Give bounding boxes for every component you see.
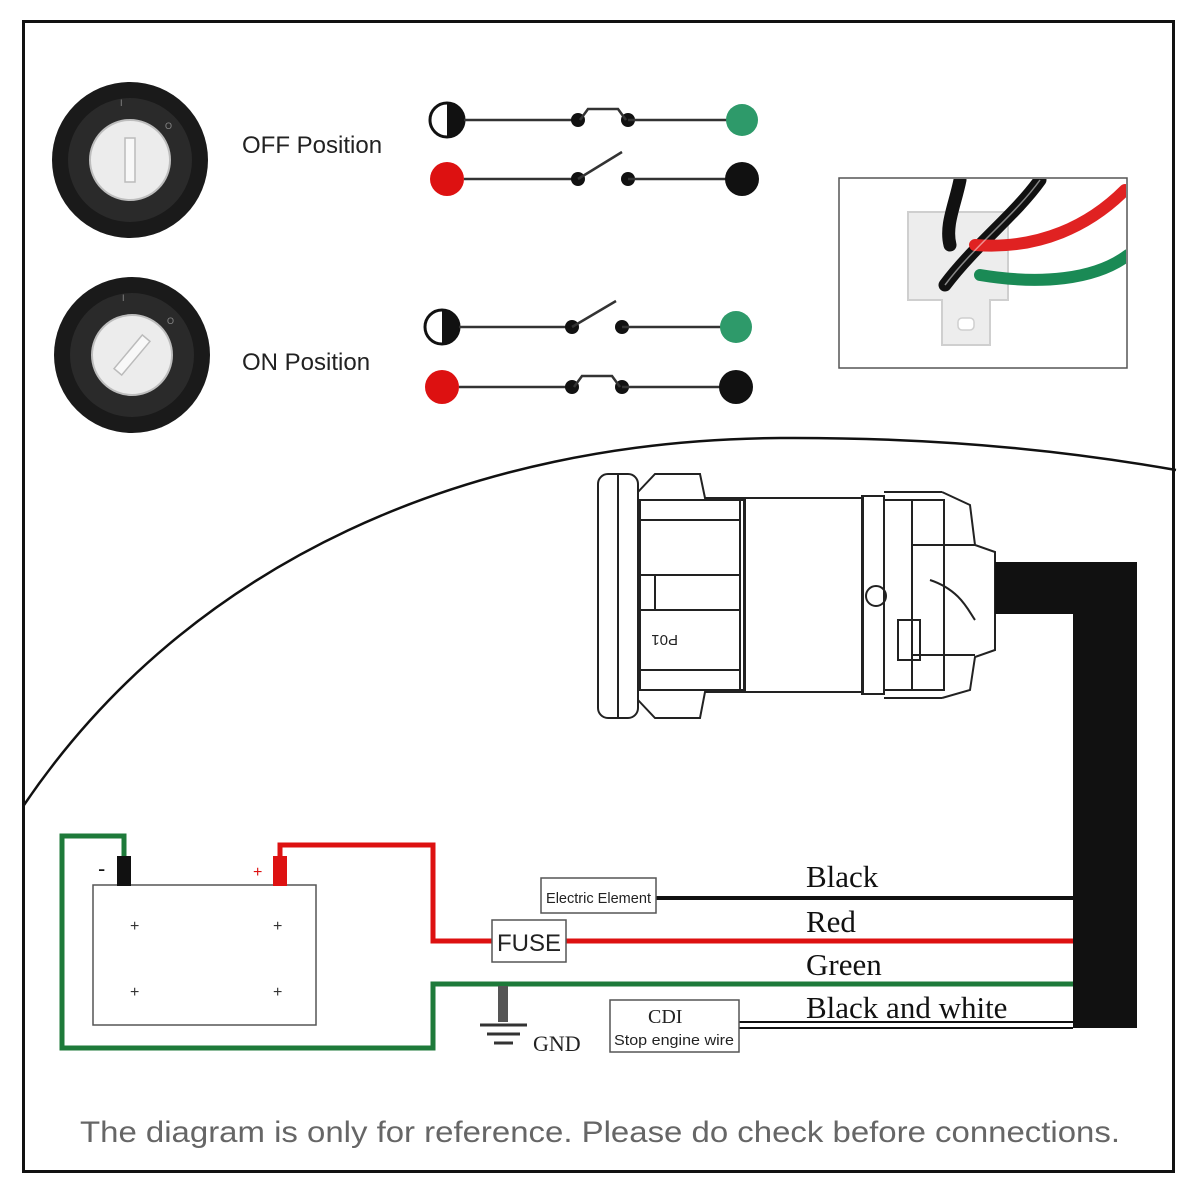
wire-harness: [995, 562, 1137, 1028]
svg-text:I: I: [120, 98, 123, 108]
battery: - + + + + +: [92, 856, 317, 1026]
ground-symbol: [480, 986, 527, 1045]
on-position-label: ON Position: [242, 349, 370, 376]
fuse-label: FUSE: [497, 930, 561, 957]
battery-cell-mark: +: [273, 984, 282, 1001]
off-row2-red-terminal: [430, 162, 464, 196]
wire-label-black: Black: [806, 859, 879, 894]
cdi-box: CDI Stop engine wire: [609, 999, 740, 1053]
footer-note: The diagram is only for reference. Pleas…: [80, 1116, 1120, 1149]
svg-text:I: I: [122, 293, 125, 303]
svg-text:O: O: [165, 121, 172, 131]
connector-code-label: P01: [651, 631, 678, 648]
wire-label-red: Red: [806, 904, 856, 939]
connector-photo: [838, 177, 1128, 369]
off-row2-black-terminal: [725, 162, 759, 196]
off-row1-green-terminal: [726, 104, 758, 136]
key-switch-on: I O: [54, 277, 210, 433]
off-position-label: OFF Position: [242, 132, 382, 159]
battery-positive-terminal: [273, 856, 287, 886]
battery-positive-label: +: [253, 864, 262, 881]
on-row2-black-terminal: [719, 370, 753, 404]
ignition-switch-drawing: [597, 473, 996, 719]
on-schematic: [423, 299, 753, 404]
on-row2-red-terminal: [425, 370, 459, 404]
red-wire-battery: [277, 842, 492, 944]
on-row1-split-terminal: [423, 308, 461, 346]
cdi-label: CDI: [648, 1006, 682, 1028]
battery-negative-label: -: [98, 856, 105, 881]
battery-cell-mark: +: [130, 984, 139, 1001]
battery-negative-terminal: [117, 856, 131, 886]
electric-element-box: Electric Element: [540, 877, 657, 914]
electric-element-label: Electric Element: [546, 890, 652, 907]
battery-cell-mark: +: [130, 918, 139, 935]
wire-label-green: Green: [806, 947, 882, 982]
svg-text:O: O: [167, 316, 174, 326]
diagram-frame: [22, 20, 1175, 1173]
off-schematic: [428, 101, 759, 196]
green-wire: [59, 833, 1073, 1051]
fuse-box: FUSE: [491, 919, 567, 963]
off-row1-split-terminal: [428, 101, 466, 139]
gnd-label: GND: [533, 1031, 581, 1056]
battery-cell-mark: +: [273, 918, 282, 935]
cdi-sub-label: Stop engine wire: [614, 1032, 734, 1049]
wire-label-black-and-white: Black and white: [806, 990, 1007, 1025]
on-row1-green-terminal: [720, 311, 752, 343]
section-divider-arc: [22, 436, 1177, 806]
key-switch-off: I O: [52, 82, 208, 238]
